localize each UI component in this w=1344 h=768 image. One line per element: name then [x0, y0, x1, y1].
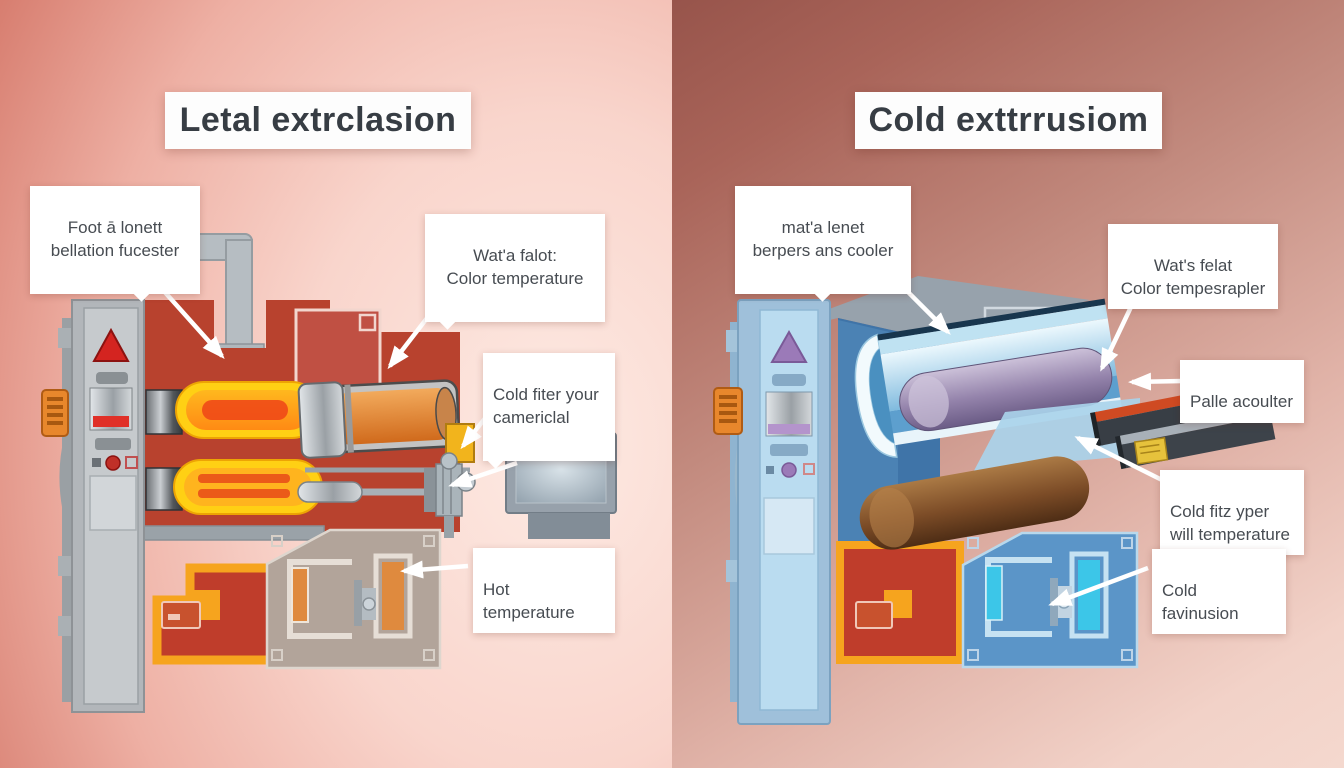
hot-feed-pipe [225, 239, 253, 347]
cold-display-purple-bar [768, 424, 810, 434]
hot-cabinet-button [105, 455, 121, 471]
label-material-cooler-text: mat'a lenet berpers ans cooler [752, 218, 894, 260]
label-hot-temperature-text: Hot temperature [483, 580, 575, 622]
label-cold-color-temperature: Wat's felat Color tempesrapler [1108, 224, 1278, 310]
hot-billet-lower [145, 459, 323, 515]
hot-warning-triangle-icon [92, 327, 130, 362]
hot-control-cabinet [41, 299, 145, 713]
hot-extrusion-title-text: Letal extrclasion [179, 101, 457, 139]
arrow-icon [448, 460, 518, 488]
label-hot-color-temperature: Wat'a falot: Color temperature [425, 214, 605, 330]
cold-warning-triangle-icon [770, 329, 808, 363]
label-hot-color-temperature-text: Wat'a falot: Color temperature [446, 246, 584, 288]
hot-extrusion-title: Letal extrclasion [165, 92, 471, 149]
arrow-icon [400, 560, 469, 579]
hot-display-red-bar [93, 416, 129, 427]
label-cold-filter-text: Cold fiter your camericlal [493, 385, 599, 427]
label-cold-color-temperature-text: Wat's felat Color tempesrapler [1120, 256, 1266, 298]
label-billet-heater: Foot ā lonett bellation fucester [30, 186, 200, 302]
label-billet-heater-text: Foot ā lonett bellation fucester [50, 218, 180, 260]
label-material-cooler: mat'a lenet berpers ans cooler [735, 186, 911, 302]
hot-machine [41, 233, 617, 713]
label-hot-temperature: Hot temperature [473, 548, 615, 634]
label-cold-extrusion-text: Cold favinusion [1162, 581, 1239, 623]
cold-cabinet-button [781, 462, 797, 478]
cold-extrusion-title: Cold exttrrusiom [855, 92, 1162, 149]
cold-yellow-tag [1133, 437, 1169, 465]
hot-billet-upper [145, 381, 321, 439]
label-roller-text: Palle acoulter [1190, 392, 1294, 412]
arrow-icon [1048, 565, 1149, 607]
hot-die-panel [265, 528, 442, 670]
arrow-icon [1074, 435, 1172, 487]
cold-extrusion-title-text: Cold exttrrusiom [868, 101, 1149, 139]
cold-roller-brown [859, 456, 1090, 550]
arrow-icon [1128, 372, 1184, 391]
label-cold-temperature-text: Cold fitz yper will temperature [1170, 502, 1290, 544]
label-cold-extrusion: Cold favinusion [1152, 549, 1286, 635]
label-roller: Palle acoulter [1180, 360, 1304, 423]
hot-liquid-container [297, 379, 461, 459]
label-cold-temperature: Cold fitz yper will temperature [1160, 470, 1304, 556]
label-cold-filter: Cold fiter your camericlal [483, 353, 615, 469]
cold-die-panel [961, 531, 1139, 669]
cold-control-cabinet [713, 299, 831, 725]
cold-top-slab [746, 276, 1090, 341]
